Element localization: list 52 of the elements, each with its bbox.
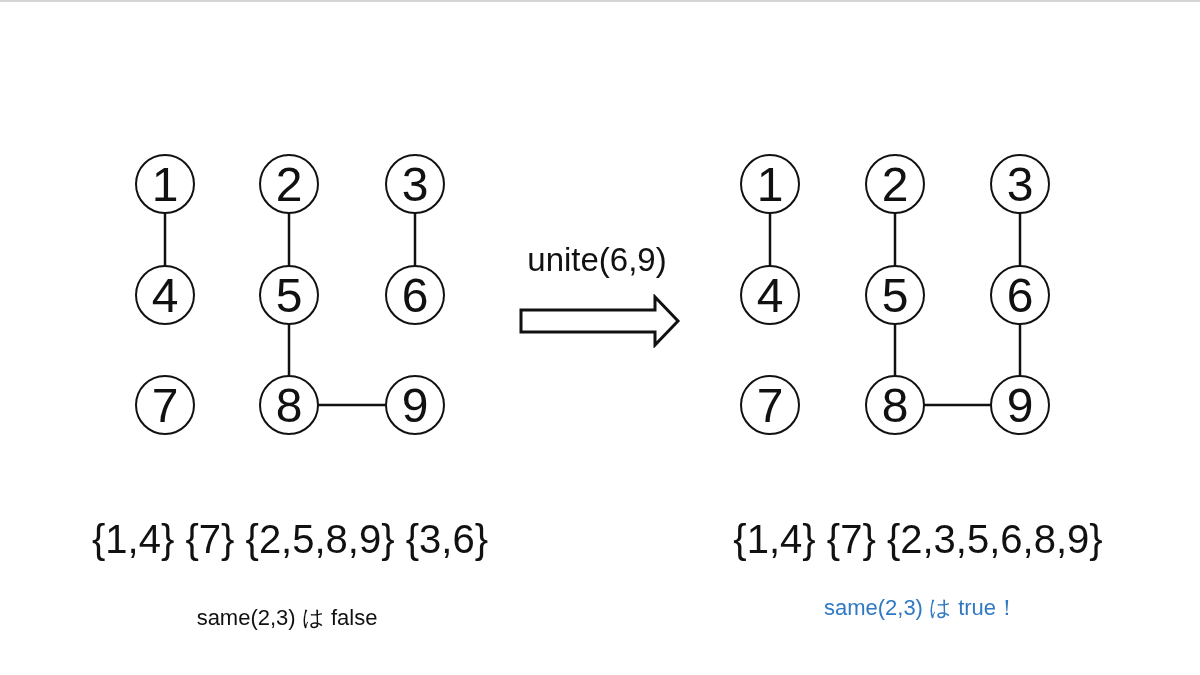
circle-node	[865, 265, 925, 325]
node-number: 8	[881, 381, 909, 430]
circle-node	[385, 154, 445, 214]
circle-node	[259, 375, 319, 435]
result-note: same(2,3) は true！	[823, 595, 1019, 621]
node-number: 4	[756, 271, 784, 320]
connector-line	[1018, 324, 1022, 376]
circle-node	[135, 154, 195, 214]
circle-node	[135, 265, 195, 325]
connector-line	[893, 324, 897, 376]
result-note: same(2,3) は false	[196, 605, 378, 631]
connector-line	[287, 213, 291, 266]
connector-line	[413, 213, 417, 266]
connector-line	[1018, 213, 1022, 266]
node-number: 6	[1006, 271, 1034, 320]
node-number: 3	[401, 160, 429, 209]
node-number: 3	[1006, 160, 1034, 209]
set-list: {1,4} {7} {2,5,8,9} {3,6}	[92, 516, 488, 562]
circle-node	[740, 265, 800, 325]
operation-label: unite(6,9)	[527, 241, 667, 279]
circle-node	[740, 375, 800, 435]
node-number: 8	[275, 381, 303, 430]
node-number: 5	[881, 271, 909, 320]
circle-node	[385, 265, 445, 325]
connector-line	[924, 403, 991, 407]
connector-line	[893, 213, 897, 266]
set-list: {1,4} {7} {2,3,5,6,8,9}	[733, 516, 1103, 562]
node-number: 4	[151, 271, 179, 320]
node-number: 5	[275, 271, 303, 320]
circle-node	[990, 375, 1050, 435]
connector-line	[768, 213, 772, 266]
node-number: 2	[275, 160, 303, 209]
circle-node	[990, 265, 1050, 325]
circle-node	[259, 265, 319, 325]
circle-node	[385, 375, 445, 435]
node-number: 1	[151, 160, 179, 209]
connector-line	[318, 403, 386, 407]
node-number: 9	[1006, 381, 1034, 430]
connector-line	[287, 324, 291, 376]
node-number: 6	[401, 271, 429, 320]
node-number: 9	[401, 381, 429, 430]
node-number: 7	[756, 381, 784, 430]
connector-line	[163, 213, 167, 266]
circle-node	[259, 154, 319, 214]
circle-node	[865, 375, 925, 435]
circle-node	[740, 154, 800, 214]
node-number: 2	[881, 160, 909, 209]
node-number: 1	[756, 160, 784, 209]
circle-node	[135, 375, 195, 435]
node-number: 7	[151, 381, 179, 430]
circle-node	[990, 154, 1050, 214]
circle-node	[865, 154, 925, 214]
